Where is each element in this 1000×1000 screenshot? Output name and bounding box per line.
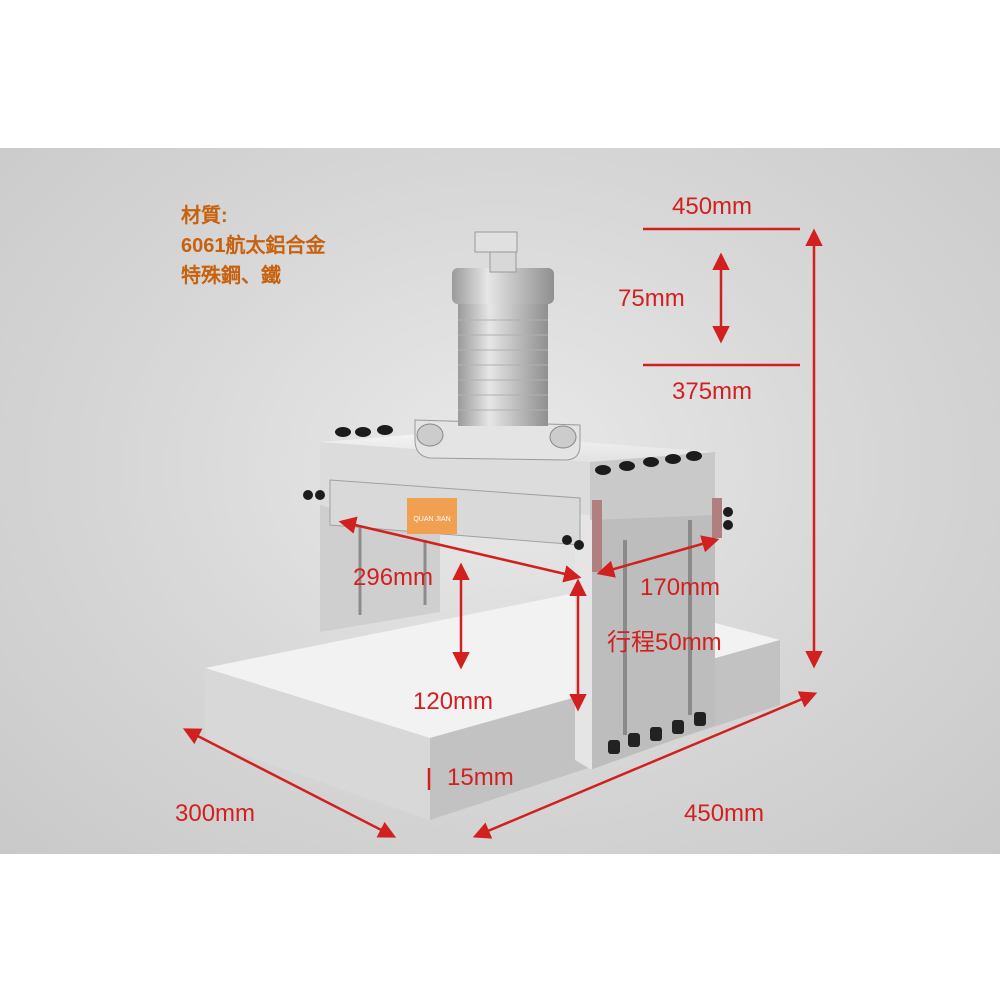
material-heading: 材質:	[181, 205, 228, 227]
press-machine-drawing: QUAN JIAN	[182, 227, 823, 839]
dim-170-arrow	[596, 535, 720, 578]
label-cylinder-height: 75mm	[618, 285, 685, 312]
label-base-depth: 300mm	[175, 800, 256, 827]
label-total-height: 450mm	[672, 193, 753, 220]
label-plate-thickness: 15mm	[447, 764, 514, 791]
dim-450-width-arrow	[472, 691, 818, 839]
label-stroke: 行程50mm	[607, 629, 722, 656]
label-opening-height: 120mm	[413, 688, 494, 715]
label-base-width: 450mm	[684, 800, 765, 827]
label-frame-depth: 170mm	[640, 574, 721, 601]
label-opening-width: 296mm	[353, 564, 434, 591]
brand-logo-text: QUAN JIAN	[413, 516, 450, 523]
material-line-2: 特殊鋼、鐵	[181, 265, 281, 287]
product-canvas: QUAN JIAN	[0, 148, 1000, 854]
dimension-lines	[182, 227, 823, 839]
label-lower-height: 375mm	[672, 378, 753, 405]
material-line-1: 6061航太鋁合金	[181, 235, 326, 257]
dim-300-arrow	[182, 728, 397, 838]
dim-296-arrow	[338, 516, 582, 583]
hydraulic-cylinder	[414, 231, 581, 461]
